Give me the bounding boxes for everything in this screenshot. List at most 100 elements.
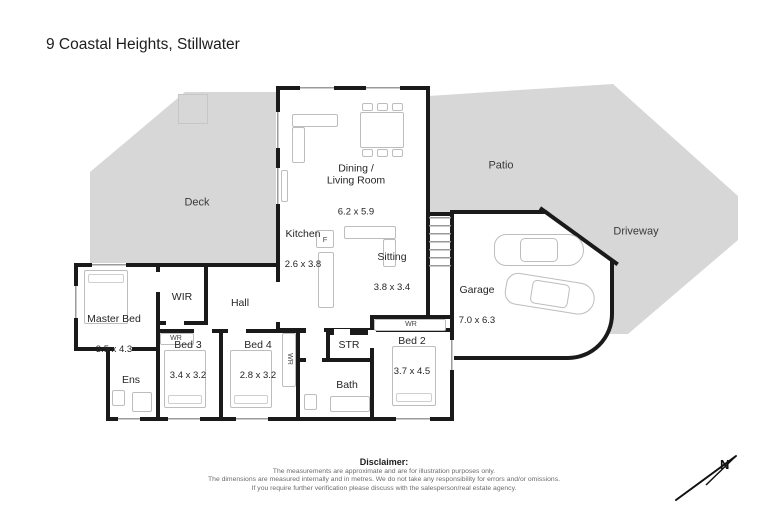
dining-table-icon (360, 112, 404, 148)
compass-needle-edge (705, 455, 737, 486)
stairs-icon (429, 217, 451, 273)
wardrobe-label: WR (286, 353, 294, 365)
window (92, 263, 126, 267)
wardrobe-label: WR (170, 334, 182, 342)
fridge-icon: F (316, 230, 334, 248)
closet-icon (160, 333, 194, 345)
disclaimer-heading: Disclaimer: (359, 457, 409, 467)
window (168, 417, 200, 421)
door-opening (306, 328, 324, 336)
door-opening (273, 282, 283, 322)
sofa-icon (292, 114, 338, 127)
car-icon (494, 234, 584, 266)
room-label-sitting: Sitting 3.8 x 3.4 (374, 232, 410, 312)
sofa-icon (383, 239, 396, 267)
room-label-master-bed: Master Bed 3.5 x 4.3 (87, 294, 141, 374)
window (450, 340, 454, 370)
north-label: N (720, 457, 729, 472)
wardrobe-label: WR (405, 320, 417, 328)
disclaimer: Disclaimer: The measurements are approxi… (0, 457, 768, 493)
room-label-dining-living: Dining / Living Room 6.2 x 5.9 (327, 144, 385, 237)
door-opening (154, 272, 162, 292)
compass-needle (675, 455, 737, 501)
pillow-icon (88, 274, 124, 283)
closet-icon (374, 319, 446, 331)
room-name: Kitchen (285, 227, 321, 240)
door-opening (228, 327, 246, 335)
bed-icon (392, 346, 436, 406)
toilet-icon (304, 394, 317, 410)
page-title: 9 Coastal Heights, Stillwater (46, 36, 240, 53)
room-dims: 3.5 x 4.3 (95, 344, 133, 356)
room-label-str: STR (338, 338, 360, 351)
door-opening (306, 356, 322, 364)
room-label-ens: Ens (121, 373, 141, 386)
driveway-label: Driveway (613, 225, 659, 238)
bed-icon (84, 270, 128, 324)
north-arrow-icon: N (675, 455, 737, 501)
fridge-label: F (322, 234, 328, 244)
room-dims: 6.2 x 5.9 (337, 206, 375, 218)
wall (326, 331, 374, 335)
window (74, 286, 78, 318)
disclaimer-line: The dimensions are measured internally a… (208, 476, 560, 484)
door-opening (368, 330, 376, 348)
deck-step (178, 94, 208, 124)
deck-label: Deck (184, 196, 210, 209)
room-name: Garage (459, 283, 495, 296)
room-name: Bed 2 (398, 334, 426, 347)
chair-icon (377, 103, 388, 111)
wall (106, 347, 110, 421)
chair-icon (377, 149, 388, 157)
disclaimer-line: If you require further verification plea… (251, 484, 517, 492)
door-opening (114, 345, 132, 353)
shower-icon (132, 392, 152, 412)
wing-notch-mask (68, 351, 110, 425)
sofa-icon (344, 226, 396, 239)
tv-unit-icon (281, 170, 288, 202)
room-name: Sitting (377, 250, 407, 263)
window (236, 417, 268, 421)
door-opening (166, 319, 184, 327)
car-cabin-icon (528, 279, 571, 309)
sofa-icon (292, 127, 305, 163)
room-name: Master Bed (87, 312, 141, 325)
kitchen-island-icon (318, 252, 334, 308)
room-dims: 3.4 x 3.2 (169, 370, 207, 382)
chair-icon (392, 103, 403, 111)
room-dims: 2.6 x 3.8 (284, 259, 322, 271)
room-label-wir: WIR (171, 290, 193, 303)
room-label-hall: Hall (230, 296, 250, 309)
pillow-icon (396, 393, 432, 402)
bed-icon (164, 350, 206, 408)
room-label-garage: Garage 7.0 x 6.3 (459, 265, 495, 345)
window (300, 86, 334, 90)
chair-icon (392, 149, 403, 157)
chair-icon (362, 149, 373, 157)
window (276, 112, 280, 148)
wall (204, 263, 208, 325)
patio-label: Patio (488, 159, 514, 172)
pillow-icon (234, 395, 268, 404)
car-cabin-icon (519, 238, 559, 262)
room-label-bath: Bath (336, 378, 358, 391)
pillow-icon (168, 395, 202, 404)
living-block (276, 86, 430, 332)
room-dims: 3.7 x 4.5 (393, 366, 431, 378)
chair-icon (362, 103, 373, 111)
wall (156, 263, 160, 351)
wall (326, 331, 330, 362)
wall (370, 315, 454, 319)
window (396, 417, 430, 421)
room-dims: 2.8 x 3.2 (239, 370, 277, 382)
window (276, 168, 280, 204)
room-dims: 3.8 x 3.4 (373, 282, 411, 294)
wall (219, 329, 223, 421)
bed-icon (230, 350, 272, 408)
room-name: Dining / Living Room (326, 162, 386, 187)
wall (370, 315, 374, 421)
room-label-bed2: Bed 2 3.7 x 4.5 (394, 316, 430, 396)
room-label-bed4: Bed 4 2.8 x 3.2 (240, 320, 276, 400)
room-name: Bed 4 (244, 338, 272, 351)
